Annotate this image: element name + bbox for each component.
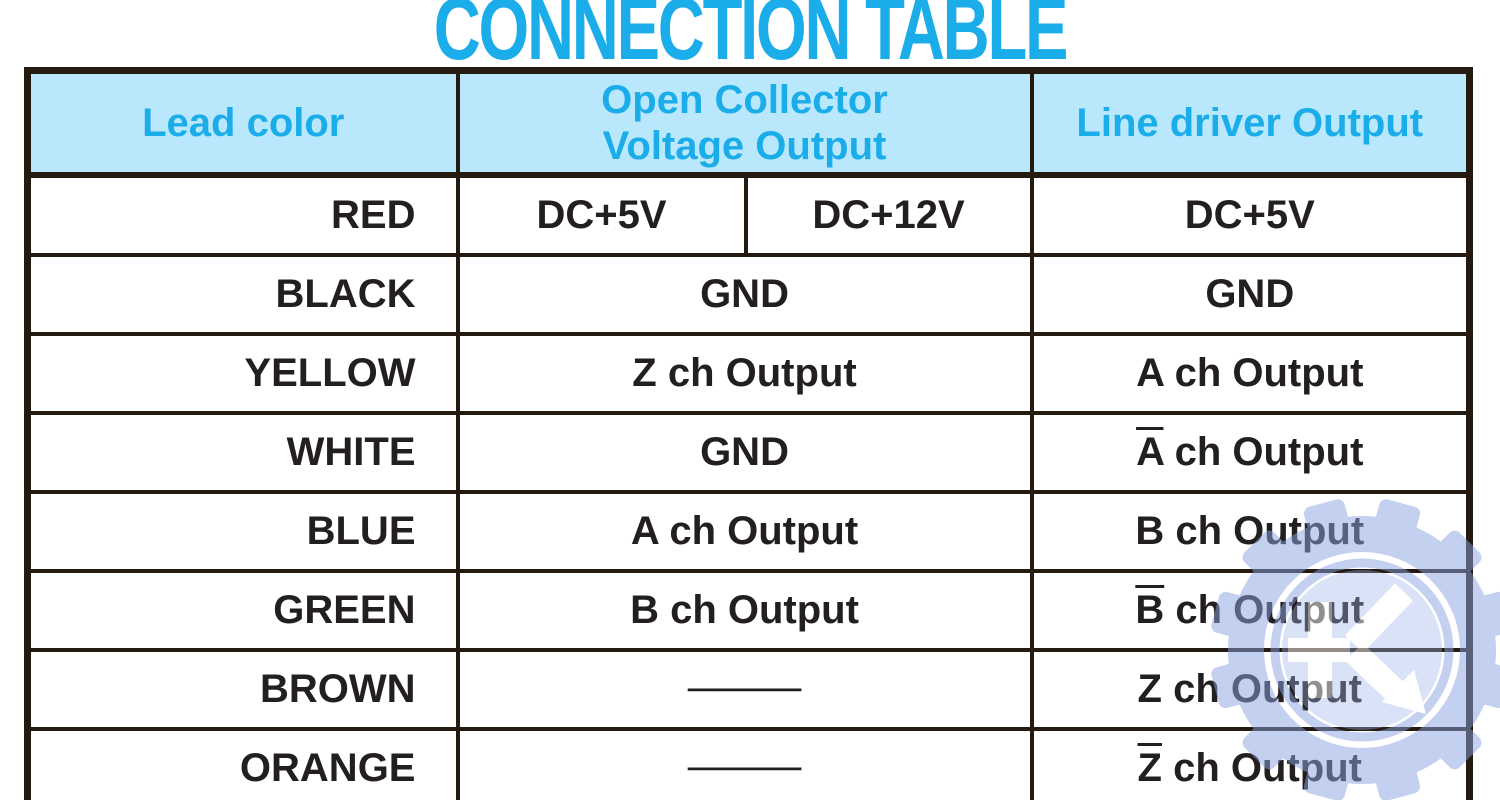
overline-signal: B (1135, 588, 1165, 632)
signal-text: B ch Output (1135, 509, 1365, 553)
cell-line-driver: Z ch Output (1029, 648, 1472, 731)
cell-line-driver: A ch Output (1029, 332, 1472, 415)
column-header-line-driver: Line driver Output (1029, 68, 1472, 178)
cell-open-collector: A ch Output (455, 490, 1034, 573)
cell-line-driver: DC+5V (1029, 173, 1472, 257)
signal-text: GND (1205, 272, 1295, 316)
overline-signal: A (1136, 430, 1164, 474)
cell-open-collector: GND (455, 411, 1034, 494)
signal-text: ch Output (1161, 746, 1362, 790)
cell-lead-color: GREEN (25, 569, 460, 652)
cell-lead-color: BLUE (25, 490, 460, 573)
header-row: Lead color Open Collector Voltage Output… (25, 68, 1472, 178)
connection-table: Lead color Open Collector Voltage Output… (24, 67, 1473, 800)
cell-line-driver: B ch Output (1029, 569, 1472, 652)
cell-open-collector-5v: DC+5V (455, 173, 748, 257)
cell-open-collector-12v: DC+12V (743, 173, 1034, 257)
row-brown: BROWN ──── Z ch Output (25, 648, 1472, 731)
cell-lead-color: BLACK (25, 253, 460, 336)
cell-open-collector-dash: ──── (455, 648, 1034, 731)
row-red: RED DC+5V DC+12V DC+5V (25, 173, 1472, 257)
row-blue: BLUE A ch Output B ch Output (25, 490, 1472, 573)
row-orange: ORANGE ──── Z ch Output (25, 727, 1472, 800)
row-white: WHITE GND A ch Output (25, 411, 1472, 494)
cell-open-collector-dash: ──── (455, 727, 1034, 800)
cell-line-driver: GND (1029, 253, 1472, 336)
row-yellow: YELLOW Z ch Output A ch Output (25, 332, 1472, 415)
cell-line-driver: A ch Output (1029, 411, 1472, 494)
column-header-lead-color: Lead color (25, 68, 460, 178)
row-green: GREEN B ch Output B ch Output (25, 569, 1472, 652)
cell-lead-color: RED (25, 173, 460, 257)
column-header-open-collector: Open Collector Voltage Output (455, 68, 1034, 178)
cell-line-driver: Z ch Output (1029, 727, 1472, 800)
page-title: CONNECTION TABLE (433, 0, 1069, 78)
cell-lead-color: BROWN (25, 648, 460, 731)
cell-lead-color: ORANGE (25, 727, 460, 800)
signal-text: Z ch Output (1137, 667, 1362, 711)
signal-text: DC+5V (1184, 193, 1315, 237)
cell-open-collector: B ch Output (455, 569, 1034, 652)
cell-open-collector: GND (455, 253, 1034, 336)
signal-text: ch Output (1163, 430, 1364, 474)
overline-signal: Z (1137, 746, 1162, 790)
signal-text: A ch Output (1136, 351, 1364, 395)
row-black: BLACK GND GND (25, 253, 1472, 336)
cell-lead-color: WHITE (25, 411, 460, 494)
signal-text: ch Output (1164, 588, 1365, 632)
cell-line-driver: B ch Output (1029, 490, 1472, 573)
cell-lead-color: YELLOW (25, 332, 460, 415)
cell-open-collector: Z ch Output (455, 332, 1034, 415)
